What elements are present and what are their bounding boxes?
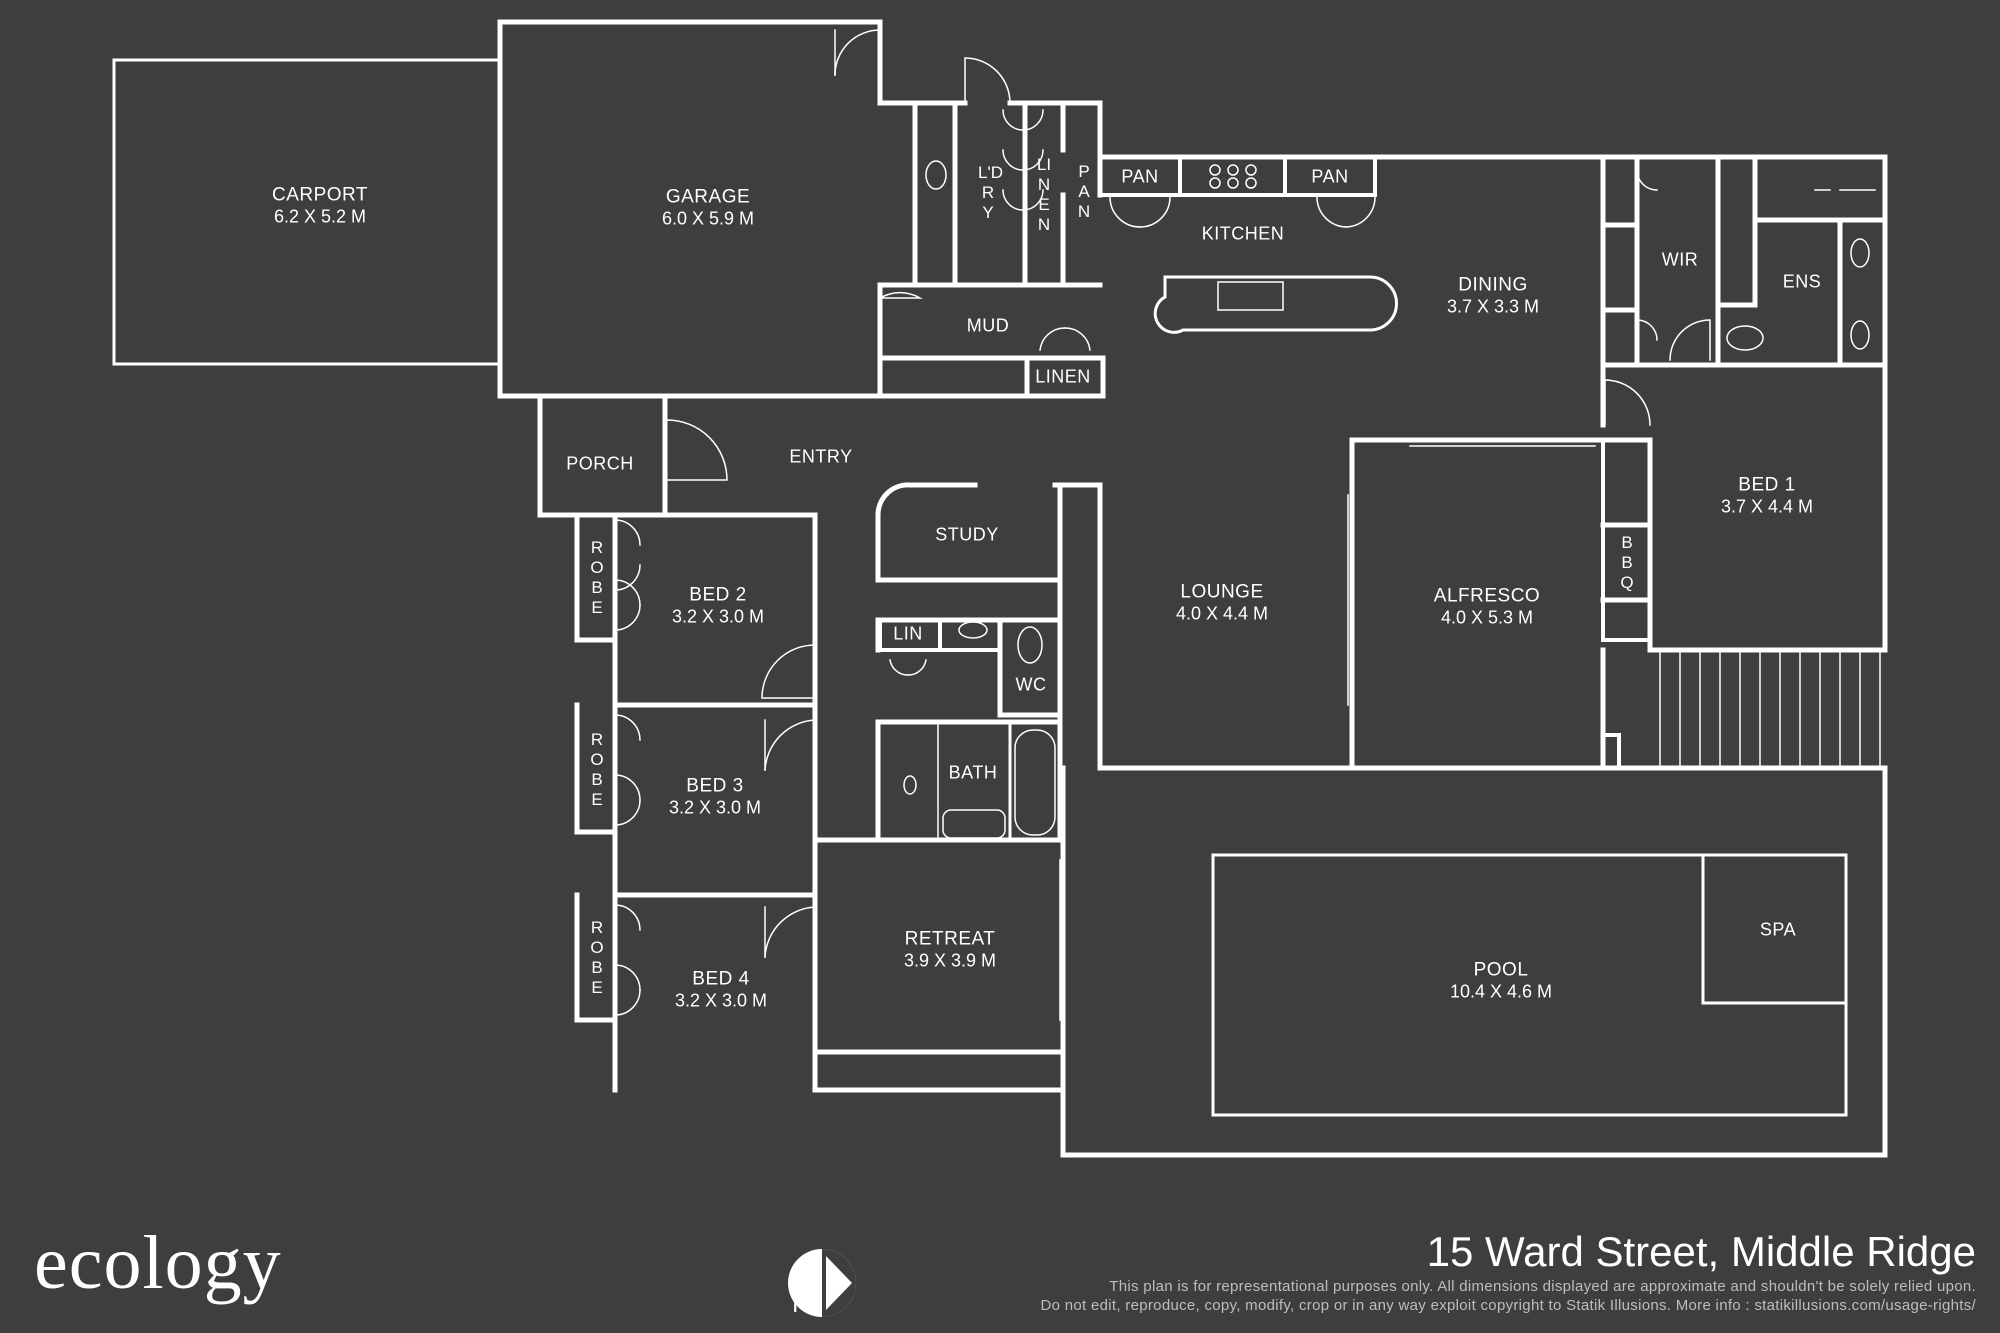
linen-top-label: LINEN [1036,155,1052,234]
north-arrow-icon [788,1249,856,1317]
wir-label: WIR [1661,249,1699,270]
bed4-label: BED 4 3.2 X 3.0 M [674,968,768,1011]
bath-label: BATH [948,762,998,783]
north-label: N [792,1288,811,1318]
retreat-label: RETREAT 3.9 X 3.9 M [903,928,997,971]
deck-slats [1659,651,1881,766]
property-address: 15 Ward Street, Middle Ridge [1426,1228,1976,1275]
kitchen-label: KITCHEN [1201,223,1285,244]
entry-walls [537,395,728,518]
mud-walls [877,291,1106,399]
study-bath-walls [875,482,1063,843]
carport-outline [112,58,502,366]
bed2-label: BED 2 3.2 X 3.0 M [671,584,765,627]
bed1-label: BED 1 3.7 X 4.4 M [1720,474,1814,517]
linen-mud-label: LINEN [1035,366,1091,387]
lounge-label: LOUNGE 4.0 X 4.4 M [1175,581,1269,624]
lin-label: LIN [893,623,923,644]
garage-label: GARAGE 6.0 X 5.9 M [661,186,755,229]
bed3-label: BED 3 3.2 X 3.0 M [668,775,762,818]
mud-label: MUD [966,315,1010,336]
kitchen-walls [1060,100,1888,334]
master-suite-walls [1600,154,1888,653]
garage-walls [497,19,968,399]
disclaimer-line-1: This plan is for representational purpos… [1109,1278,1976,1295]
bbq-label: BBQ [1620,533,1634,592]
robe-label-1: ROBE [590,538,604,617]
entry-label: ENTRY [789,446,853,467]
robe-label-3: ROBE [590,918,604,997]
lounge-alfresco-walls [1052,437,1888,1158]
laundry-walls [877,57,1103,288]
ens-label: ENS [1782,271,1822,292]
carport-label: CARPORT 6.2 X 5.2 M [271,184,369,227]
dining-label: DINING 3.7 X 3.3 M [1446,274,1540,317]
pool-label: POOL 10.4 X 4.6 M [1449,959,1553,1002]
pan-label-2: PAN [1311,166,1349,187]
alfresco-label: ALFRESCO 4.0 X 5.3 M [1433,585,1541,628]
pan-label-1: PAN [1121,166,1159,187]
laundry-label: L'DRY [978,163,1003,222]
porch-label: PORCH [566,453,634,474]
study-label: STUDY [935,524,999,545]
spa-label: SPA [1759,919,1797,940]
disclaimer-line-2: Do not edit, reproduce, copy, modify, cr… [1040,1297,1976,1314]
robe-label-2: ROBE [590,730,604,809]
bedroom-walls [574,512,1066,1093]
brand-logo: ecology [34,1221,282,1305]
pan-vertical-label: PAN [1077,162,1091,221]
pool-outline [1059,766,1848,1157]
wc-label: WC [1015,674,1047,695]
